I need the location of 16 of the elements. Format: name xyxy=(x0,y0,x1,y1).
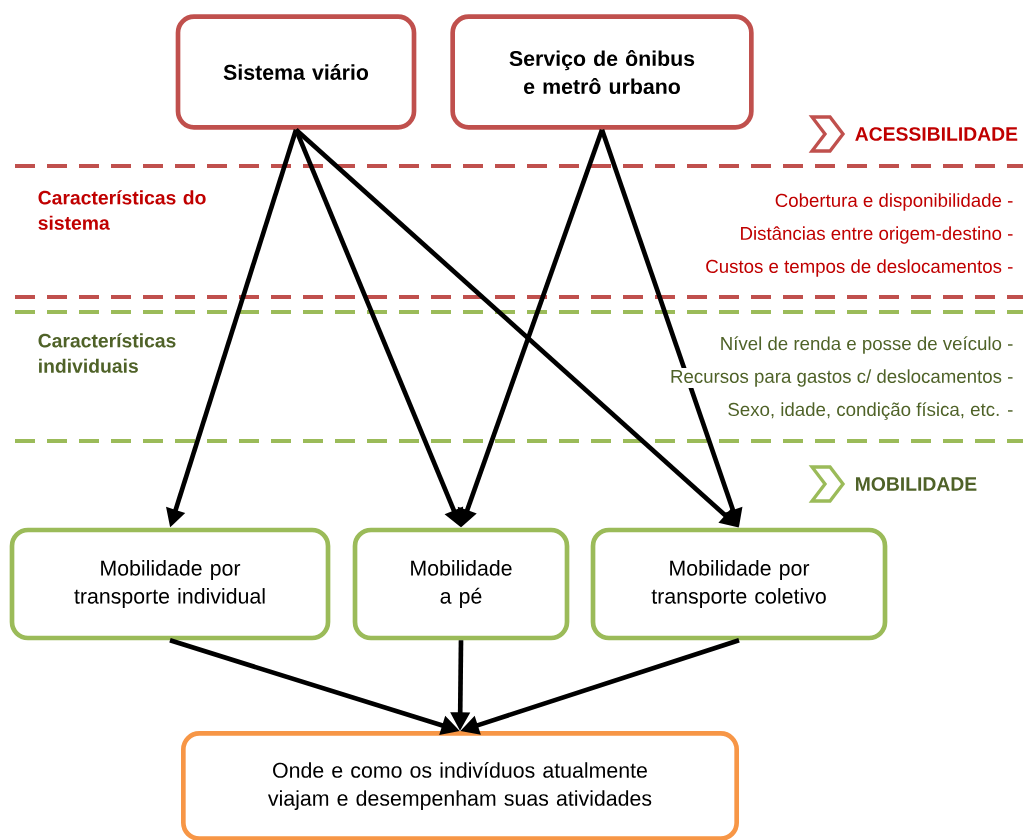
mobility-box: Mobilidade a pé xyxy=(352,527,570,641)
band-label: Características individuais xyxy=(38,333,176,373)
section-heading: ACESSIBILIDADE xyxy=(855,127,1018,141)
source-box: Sistema viário xyxy=(175,14,417,130)
factor-label: Custos e tempos de deslocamentos - xyxy=(703,257,1015,279)
source-box: Serviço de ônibus e metrô urbano xyxy=(450,14,754,130)
mobility-box: Mobilidade por transporte individual xyxy=(9,527,331,641)
factor-label: Recursos para gastos c/ deslocamentos - xyxy=(668,368,1015,389)
factor-label: Distâncias entre origem-destino - xyxy=(738,224,1015,246)
factor-label: Nível de renda e posse de veículo - xyxy=(718,334,1015,356)
factor-label: Sexo, idade, condição física, etc. - xyxy=(726,400,1015,422)
mobility-box: Mobilidade por transporte coletivo xyxy=(590,527,888,641)
band-label: Características do sistema xyxy=(38,190,206,230)
section-heading: MOBILIDADE xyxy=(856,477,977,491)
outcome-box: Onde e como os indivíduos atualmente viajam e desempenham suas atividades xyxy=(181,731,739,840)
factor-label: Cobertura e disponibilidade - xyxy=(773,191,1015,213)
